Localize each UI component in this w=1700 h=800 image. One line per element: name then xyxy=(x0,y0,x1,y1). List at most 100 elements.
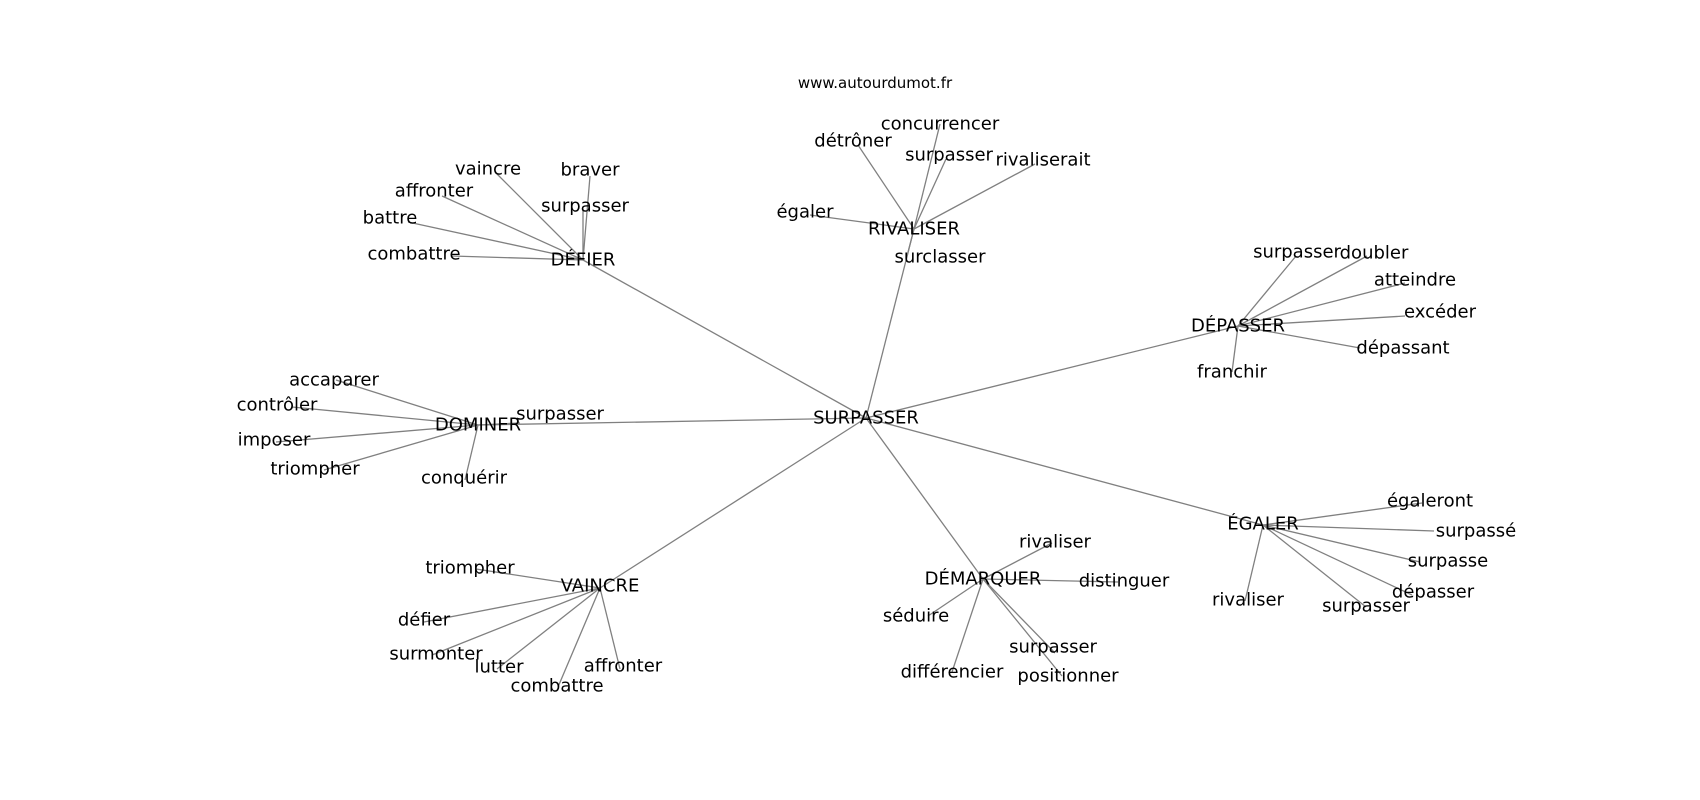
leaf-node-depasser-depassant[interactable]: dépassant xyxy=(1356,338,1449,359)
site-credit: www.autourdumot.fr xyxy=(798,74,953,92)
leaf-node-depasser-surpasser[interactable]: surpasser xyxy=(1253,242,1341,263)
leaf-node-rivaliser-surclasser[interactable]: surclasser xyxy=(895,247,987,268)
hub-node-rivaliser[interactable]: RIVALISER xyxy=(868,219,960,240)
edge-vaincre-lutter xyxy=(496,587,601,670)
edge-center-defier xyxy=(582,259,867,419)
leaf-node-defier-combattre[interactable]: combattre xyxy=(367,244,460,265)
edge-vaincre-defier xyxy=(423,587,601,623)
edge-defier-combattre xyxy=(451,255,584,261)
graph-labels: SURPASSER DÉFIER vaincre braver affronter su… xyxy=(237,114,1517,697)
edge-center-vaincre xyxy=(599,417,867,589)
edge-demarquer-rivaliser xyxy=(982,542,1053,580)
edge-center-dominer xyxy=(477,417,867,426)
edge-egaler-depasser xyxy=(1262,524,1413,596)
leaf-node-depasser-exceder[interactable]: excéder xyxy=(1404,302,1477,323)
edge-depasser-exceder xyxy=(1237,315,1406,327)
leaf-node-rivaliser-egaler[interactable]: égaler xyxy=(776,202,834,223)
graph-edges xyxy=(275,123,1435,688)
edge-center-demarquer xyxy=(865,417,984,580)
leaf-node-depasser-atteindre[interactable]: atteindre xyxy=(1374,270,1456,291)
edge-rivaliser-detroner xyxy=(857,144,915,230)
leaf-node-vaincre-combattre[interactable]: combattre xyxy=(510,676,603,697)
edge-defier-braver xyxy=(582,175,591,261)
hub-node-dominer[interactable]: DOMINER xyxy=(435,415,521,436)
leaf-node-depasser-franchir[interactable]: franchir xyxy=(1197,362,1267,383)
edge-demarquer-seduire xyxy=(927,578,984,617)
edge-center-egaler xyxy=(865,417,1264,526)
edge-dominer-controler xyxy=(291,406,479,426)
edge-egaler-rivaliser xyxy=(1244,524,1264,602)
hub-node-depasser[interactable]: DÉPASSER xyxy=(1191,315,1285,337)
leaf-node-egaler-surpasse[interactable]: surpassé xyxy=(1436,521,1516,542)
leaf-node-dominer-accaparer[interactable]: accaparer xyxy=(289,370,379,391)
leaf-node-vaincre-affronter[interactable]: affronter xyxy=(584,656,663,677)
leaf-node-rivaliser-concurrencer[interactable]: concurrencer xyxy=(881,114,1000,135)
leaf-node-demarquer-differencier[interactable]: différencier xyxy=(901,662,1004,683)
edge-rivaliser-surpasser xyxy=(913,158,947,230)
edge-depasser-atteindre xyxy=(1237,282,1406,327)
leaf-node-vaincre-triompher[interactable]: triompher xyxy=(425,558,515,579)
edge-egaler-surpasser xyxy=(1262,524,1367,608)
leaf-node-defier-affronter[interactable]: affronter xyxy=(395,181,474,202)
edge-vaincre-surmonter xyxy=(431,587,601,656)
leaf-node-dominer-imposer[interactable]: imposer xyxy=(238,430,311,451)
leaf-node-demarquer-seduire[interactable]: séduire xyxy=(883,606,949,627)
edge-egaler-egaleront xyxy=(1262,502,1423,526)
leaf-node-defier-braver[interactable]: braver xyxy=(561,160,621,181)
edge-dominer-triompher xyxy=(323,424,479,471)
center-node-label[interactable]: SURPASSER xyxy=(813,408,919,429)
leaf-node-rivaliser-surpasser[interactable]: surpasser xyxy=(905,145,993,166)
edge-depasser-surpasser xyxy=(1237,255,1297,327)
leaf-node-vaincre-lutter[interactable]: lutter xyxy=(475,657,525,678)
edge-rivaliser-rivaliserait xyxy=(913,163,1036,230)
leaf-node-egaler-rivaliser[interactable]: rivaliser xyxy=(1212,590,1285,611)
leaf-node-demarquer-distinguer[interactable]: distinguer xyxy=(1079,571,1170,592)
edge-depasser-franchir xyxy=(1231,325,1239,373)
leaf-node-defier-vaincre[interactable]: vaincre xyxy=(455,159,521,180)
leaf-node-rivaliser-rivaliserait[interactable]: rivaliserait xyxy=(995,150,1090,171)
edge-dominer-conquerir xyxy=(464,424,479,481)
leaf-node-depasser-doubler[interactable]: doubler xyxy=(1340,243,1409,264)
hub-node-demarquer[interactable]: DÉMARQUER xyxy=(925,568,1042,590)
leaf-node-egaler-depasser[interactable]: dépasser xyxy=(1392,582,1475,603)
leaf-node-rivaliser-detroner[interactable]: détrôner xyxy=(814,131,892,152)
edge-dominer-accaparer xyxy=(335,379,479,426)
leaf-node-vaincre-defier[interactable]: défier xyxy=(398,610,451,631)
edge-demarquer-distinguer xyxy=(982,578,1119,583)
leaf-node-egaler-surpasse[interactable]: surpasse xyxy=(1408,551,1488,572)
edge-center-rivaliser xyxy=(865,228,915,419)
leaf-node-dominer-controler[interactable]: contrôler xyxy=(237,395,318,416)
leaf-node-defier-battre[interactable]: battre xyxy=(363,208,418,229)
leaf-node-dominer-conquerir[interactable]: conquérir xyxy=(421,468,508,489)
edge-defier-battre xyxy=(407,221,584,261)
edge-rivaliser-concurrencer xyxy=(913,123,941,230)
hub-node-egaler[interactable]: ÉGALER xyxy=(1227,513,1299,535)
leaf-node-demarquer-rivaliser[interactable]: rivaliser xyxy=(1019,532,1092,553)
leaf-node-dominer-surpasser[interactable]: surpasser xyxy=(516,404,604,425)
edge-vaincre-affronter xyxy=(599,587,621,670)
edge-demarquer-differencier xyxy=(951,578,984,673)
edge-rivaliser-egaler xyxy=(809,214,915,230)
leaf-node-vaincre-surmonter[interactable]: surmonter xyxy=(389,644,483,665)
leaf-node-demarquer-positionner[interactable]: positionner xyxy=(1017,666,1119,687)
leaf-node-dominer-triompher[interactable]: triompher xyxy=(270,459,360,480)
edge-center-depasser xyxy=(865,325,1239,419)
edge-egaler-surpasse xyxy=(1262,524,1435,532)
leaf-node-defier-surpasser[interactable]: surpasser xyxy=(541,196,629,217)
edge-depasser-doubler xyxy=(1237,255,1368,327)
hub-node-vaincre[interactable]: VAINCRE xyxy=(561,576,640,597)
leaf-node-demarquer-surpasser[interactable]: surpasser xyxy=(1009,637,1097,658)
edge-vaincre-triompher xyxy=(475,568,601,589)
hub-node-defier[interactable]: DÉFIER xyxy=(551,249,616,271)
leaf-node-egaler-egaleront[interactable]: égaleront xyxy=(1387,491,1473,512)
edge-demarquer-surpasser xyxy=(982,578,1056,654)
edge-vaincre-combattre xyxy=(557,587,601,688)
edge-demarquer-positionner xyxy=(982,578,1063,677)
edge-rivaliser-surclasser xyxy=(905,228,915,261)
leaf-node-egaler-surpasser[interactable]: surpasser xyxy=(1322,596,1410,617)
edge-dominer-imposer xyxy=(275,424,479,443)
edge-depasser-depassant xyxy=(1237,325,1361,349)
edge-defier-affronter xyxy=(441,195,584,261)
edge-dominer-surpasser xyxy=(477,422,521,426)
